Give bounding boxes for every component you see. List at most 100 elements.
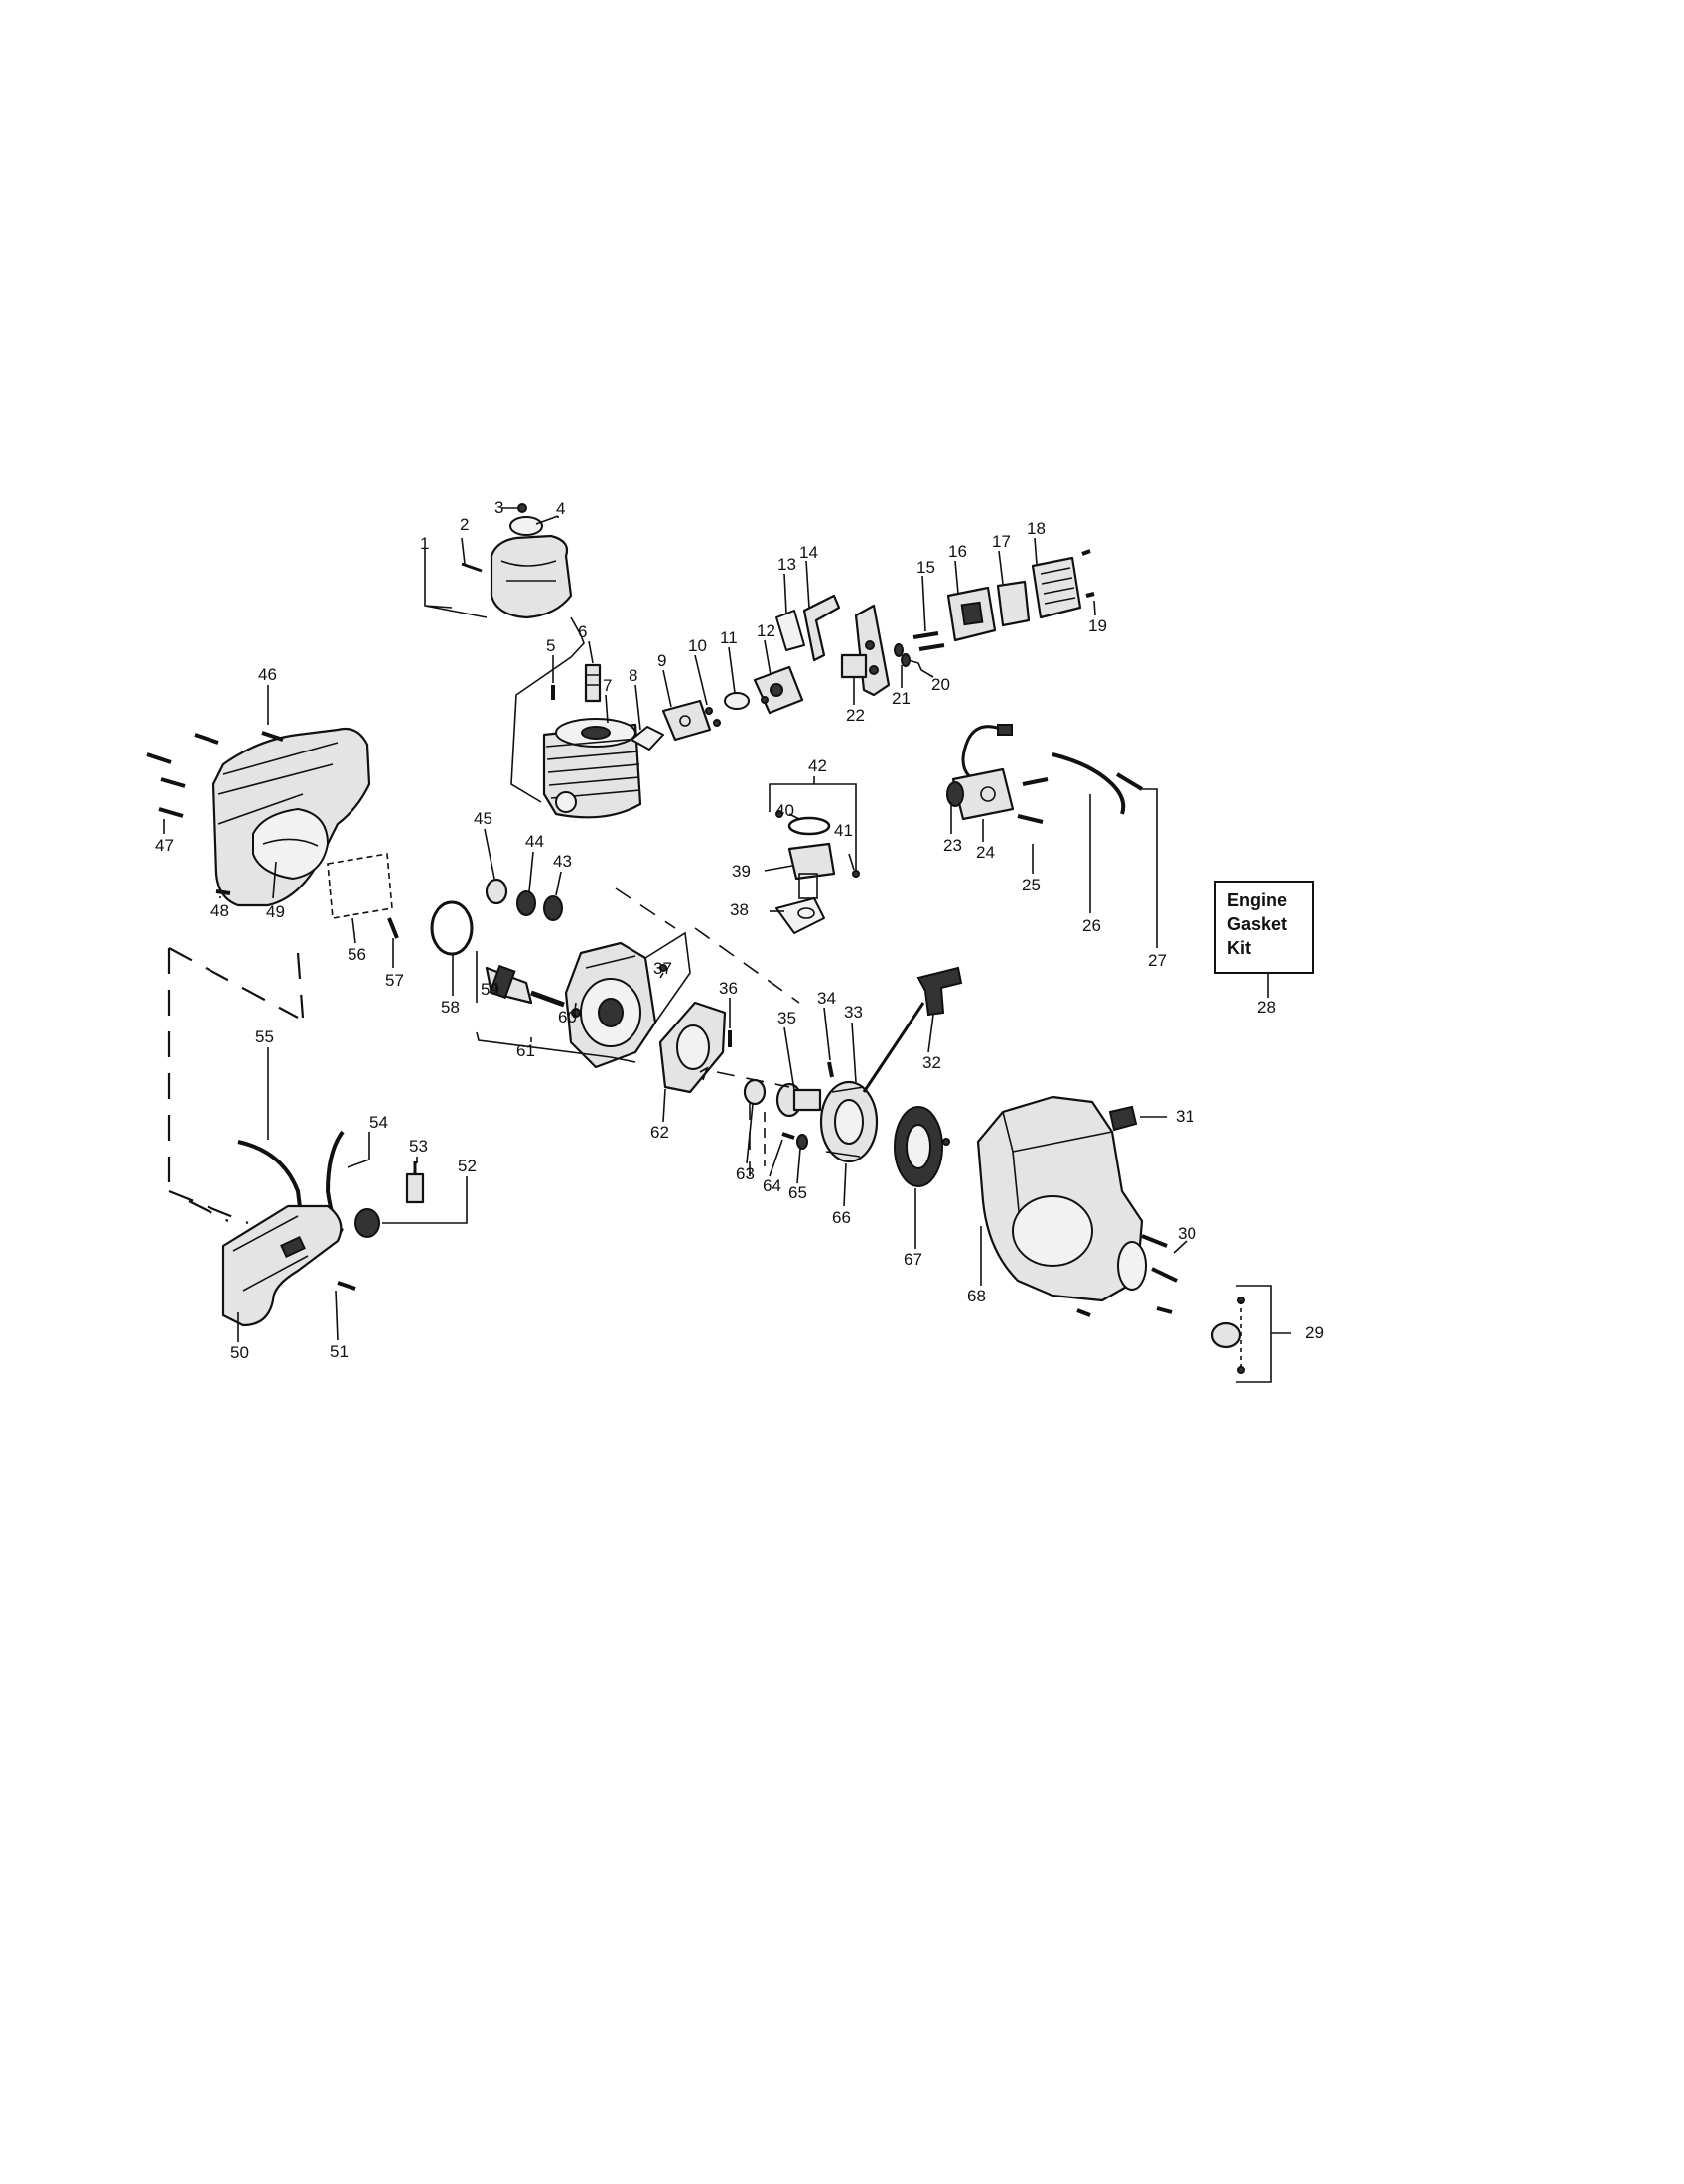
callout-13: 13	[777, 555, 796, 574]
part-filter-plate	[946, 586, 997, 642]
part-carburetor	[753, 665, 804, 715]
part-screw-47	[146, 752, 186, 818]
leader-lines	[163, 507, 1291, 1383]
callout-21: 21	[892, 689, 911, 708]
callout-65: 65	[788, 1183, 807, 1202]
part-crankcase	[564, 931, 691, 1069]
callout-47: 47	[155, 836, 174, 855]
part-ignition-module	[946, 724, 1015, 821]
callout-41: 41	[834, 821, 853, 840]
part-gasket-8	[631, 726, 664, 751]
callout-12: 12	[757, 621, 775, 640]
callout-48: 48	[210, 901, 229, 920]
callout-8: 8	[629, 666, 637, 685]
part-lever	[802, 594, 841, 662]
callout-1: 1	[420, 534, 429, 553]
part-spark-plug	[584, 663, 602, 703]
callout-44: 44	[525, 832, 544, 851]
part-screw-25	[1017, 777, 1049, 824]
callout-46: 46	[258, 665, 277, 684]
part-screw-48	[215, 889, 231, 895]
callout-61: 61	[516, 1041, 535, 1060]
part-grommet	[354, 1208, 380, 1238]
callout-27: 27	[1148, 951, 1167, 970]
callout-29: 29	[1305, 1323, 1324, 1342]
callout-2: 2	[460, 515, 469, 534]
callout-34: 34	[817, 989, 836, 1008]
part-screw-10	[705, 707, 721, 727]
callout-60: 60	[558, 1008, 577, 1026]
callout-7: 7	[603, 676, 612, 695]
part-seal-45	[485, 878, 508, 905]
part-fuel-line-55	[237, 1140, 305, 1232]
callout-36: 36	[719, 979, 738, 998]
callout-56: 56	[348, 945, 366, 964]
callout-15: 15	[916, 558, 935, 577]
part-starter-handle	[916, 966, 963, 1017]
callout-9: 9	[657, 651, 666, 670]
part-bracket-56	[327, 853, 393, 919]
callout-20: 20	[931, 675, 950, 694]
callout-35: 35	[777, 1009, 796, 1027]
callout-49: 49	[266, 902, 285, 921]
callout-33: 33	[844, 1003, 863, 1022]
part-bearing-44	[516, 890, 536, 916]
part-fuel-filter	[405, 1161, 425, 1204]
part-screw-15	[912, 631, 945, 651]
callout-25: 25	[1022, 876, 1041, 894]
part-bearing-43	[543, 895, 563, 921]
callout-50: 50	[230, 1343, 249, 1362]
callout-4: 4	[556, 499, 565, 518]
part-seal-63	[743, 1078, 767, 1106]
callout-30: 30	[1178, 1224, 1196, 1243]
part-screw-19	[1081, 549, 1095, 598]
callout-28: 28	[1257, 998, 1276, 1017]
part-dowel-37	[659, 964, 667, 972]
part-engine-shroud	[211, 727, 371, 907]
part-fuel-tank	[221, 1204, 343, 1327]
callout-68: 68	[967, 1287, 986, 1305]
callout-31: 31	[1176, 1107, 1194, 1126]
part-screw-30	[1076, 1234, 1178, 1317]
callout-6: 6	[578, 622, 587, 641]
callout-43: 43	[553, 852, 572, 871]
part-cylinder	[542, 718, 642, 819]
callout-14: 14	[799, 543, 818, 562]
callout-16: 16	[948, 542, 967, 561]
dashed-guide-lines	[167, 887, 800, 1225]
kit-label-line-1: Engine	[1227, 890, 1287, 910]
part-ground-wire	[1115, 772, 1144, 791]
part-screw-64	[781, 1132, 795, 1140]
callout-39: 39	[732, 862, 751, 881]
part-screw-34	[827, 1061, 834, 1078]
kit-label-line-3: Kit	[1227, 938, 1251, 958]
callout-18: 18	[1027, 519, 1046, 538]
callout-32: 32	[922, 1053, 941, 1072]
part-pin	[461, 562, 483, 573]
callout-24: 24	[976, 843, 995, 862]
part-o-ring	[430, 900, 474, 956]
callout-58: 58	[441, 998, 460, 1017]
callout-17: 17	[992, 532, 1011, 551]
part-washer-65	[796, 1134, 808, 1150]
callout-51: 51	[330, 1342, 349, 1361]
callout-26: 26	[1082, 916, 1101, 935]
part-filter-cover	[1031, 556, 1082, 619]
part-cap	[509, 516, 543, 536]
part-piston-assembly	[775, 810, 860, 934]
part-filter	[996, 580, 1031, 627]
callout-59: 59	[481, 980, 499, 999]
callout-63: 63	[736, 1164, 755, 1183]
part-pulley-hub	[775, 1082, 822, 1118]
callout-10: 10	[688, 636, 707, 655]
callout-40: 40	[775, 801, 794, 820]
part-washer-21	[894, 643, 911, 667]
part-insulator	[661, 699, 712, 742]
callout-3: 3	[494, 498, 503, 517]
callout-37: 37	[653, 959, 672, 978]
part-starter-rope	[862, 1002, 925, 1093]
callout-42: 42	[808, 756, 827, 775]
callout-52: 52	[458, 1157, 477, 1175]
